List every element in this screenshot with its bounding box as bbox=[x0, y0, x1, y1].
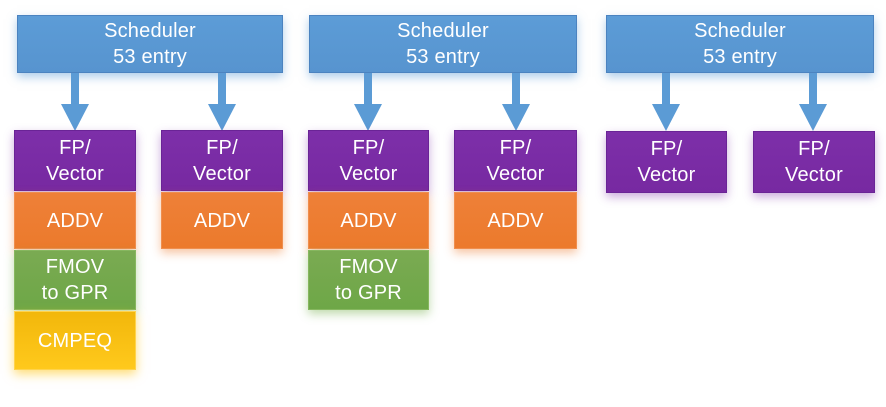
unit-fp-vector: FP/ Vector bbox=[753, 131, 875, 193]
unit-label-line1: FMOV bbox=[339, 256, 398, 278]
unit-label-line1: ADDV bbox=[193, 209, 251, 232]
unit-addv: ADDV bbox=[454, 192, 577, 249]
unit-fp-vector: FP/ Vector bbox=[14, 130, 136, 191]
scheduler-box: Scheduler 53 entry bbox=[17, 15, 283, 73]
unit-label-line2: Vector bbox=[486, 162, 545, 185]
unit-label-line1: ADDV bbox=[340, 209, 397, 232]
unit-fmov-to-gpr: FMOV to GPR bbox=[308, 250, 429, 310]
unit-fmov-to-gpr: FMOV to GPR bbox=[14, 250, 136, 310]
unit-addv: ADDV bbox=[308, 192, 429, 249]
unit-label-line1: FP/ bbox=[206, 136, 238, 159]
arrow-down-icon bbox=[61, 73, 89, 131]
scheduler-label-line1: Scheduler bbox=[694, 20, 786, 42]
unit-label-line1: FP/ bbox=[352, 136, 385, 159]
unit-label-line1: CMPEQ bbox=[37, 329, 113, 352]
scheduler-label-line1: Scheduler bbox=[104, 20, 196, 42]
unit-label-line1: FP/ bbox=[798, 138, 830, 160]
unit-addv: ADDV bbox=[161, 192, 283, 249]
arrow-down-icon bbox=[208, 73, 236, 131]
scheduler-box: Scheduler 53 entry bbox=[606, 15, 874, 73]
unit-label-line2: Vector bbox=[637, 164, 696, 186]
unit-label-line2: Vector bbox=[339, 162, 398, 185]
scheduler-label-line2: 53 entry bbox=[113, 46, 187, 68]
unit-label-line1: ADDV bbox=[46, 209, 104, 232]
arrow-down-icon bbox=[502, 73, 530, 131]
unit-label-line2: Vector bbox=[46, 162, 104, 185]
arrow-down-icon bbox=[799, 73, 827, 131]
unit-label-line1: FMOV bbox=[45, 256, 105, 278]
unit-label-line2: Vector bbox=[785, 164, 843, 186]
unit-label-line2: to GPR bbox=[335, 282, 402, 304]
scheduler-label-line2: 53 entry bbox=[703, 46, 777, 68]
unit-fp-vector: FP/ Vector bbox=[308, 130, 429, 191]
scheduler-label-line1: Scheduler bbox=[397, 20, 489, 42]
unit-label-line1: ADDV bbox=[487, 209, 544, 232]
unit-label-line2: Vector bbox=[193, 162, 251, 185]
unit-addv: ADDV bbox=[14, 192, 136, 249]
unit-fp-vector: FP/ Vector bbox=[161, 130, 283, 191]
unit-label-line1: FP/ bbox=[650, 138, 683, 160]
scheduler-label-line2: 53 entry bbox=[406, 46, 480, 68]
arrow-down-icon bbox=[354, 73, 382, 131]
scheduler-box: Scheduler 53 entry bbox=[309, 15, 577, 73]
unit-label-line1: FP/ bbox=[499, 136, 532, 159]
unit-label-line1: FP/ bbox=[59, 136, 91, 159]
arrow-down-icon bbox=[652, 73, 680, 131]
unit-fp-vector: FP/ Vector bbox=[606, 131, 727, 193]
unit-label-line2: to GPR bbox=[41, 282, 109, 304]
unit-cmpeq: CMPEQ bbox=[14, 311, 136, 370]
unit-fp-vector: FP/ Vector bbox=[454, 130, 577, 191]
